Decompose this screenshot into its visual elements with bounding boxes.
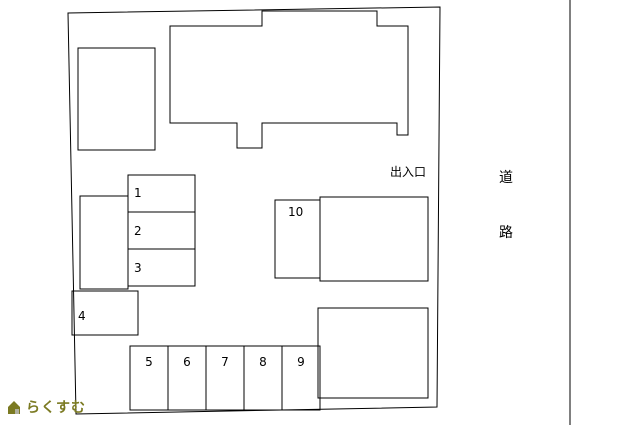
building-outline <box>169 10 409 149</box>
parking-space-3-label: 3 <box>134 261 142 275</box>
parking-space-2-label: 2 <box>134 224 142 238</box>
parking-space-10-label: 10 <box>288 205 303 219</box>
parking-space-3 <box>127 248 196 287</box>
unnumbered-area <box>79 195 129 290</box>
parking-space-8-label: 8 <box>259 355 267 369</box>
parking-space-4 <box>71 290 139 336</box>
building-southeast-outline <box>317 307 429 399</box>
entrance-label: 出入口 <box>390 165 426 179</box>
site-logo: らくすむ <box>7 397 86 417</box>
parking-space-4-label: 4 <box>78 309 86 323</box>
parking-space-9 <box>281 345 321 411</box>
parking-space-9-label: 9 <box>297 355 305 369</box>
parking-space-6-label: 6 <box>183 355 191 369</box>
road-label-char-2: 路 <box>499 225 513 241</box>
property-boundary <box>67 6 441 415</box>
building-east-outline <box>319 196 429 282</box>
parking-space-5-label: 5 <box>145 355 153 369</box>
parking-space-7-label: 7 <box>221 355 229 369</box>
building-annex-outline <box>77 47 156 151</box>
logo-text: らくすむ <box>26 400 86 416</box>
road-label-char-1: 道 <box>499 170 513 186</box>
parking-space-1-label: 1 <box>134 186 142 200</box>
rakusumu-logo-icon <box>8 400 20 414</box>
